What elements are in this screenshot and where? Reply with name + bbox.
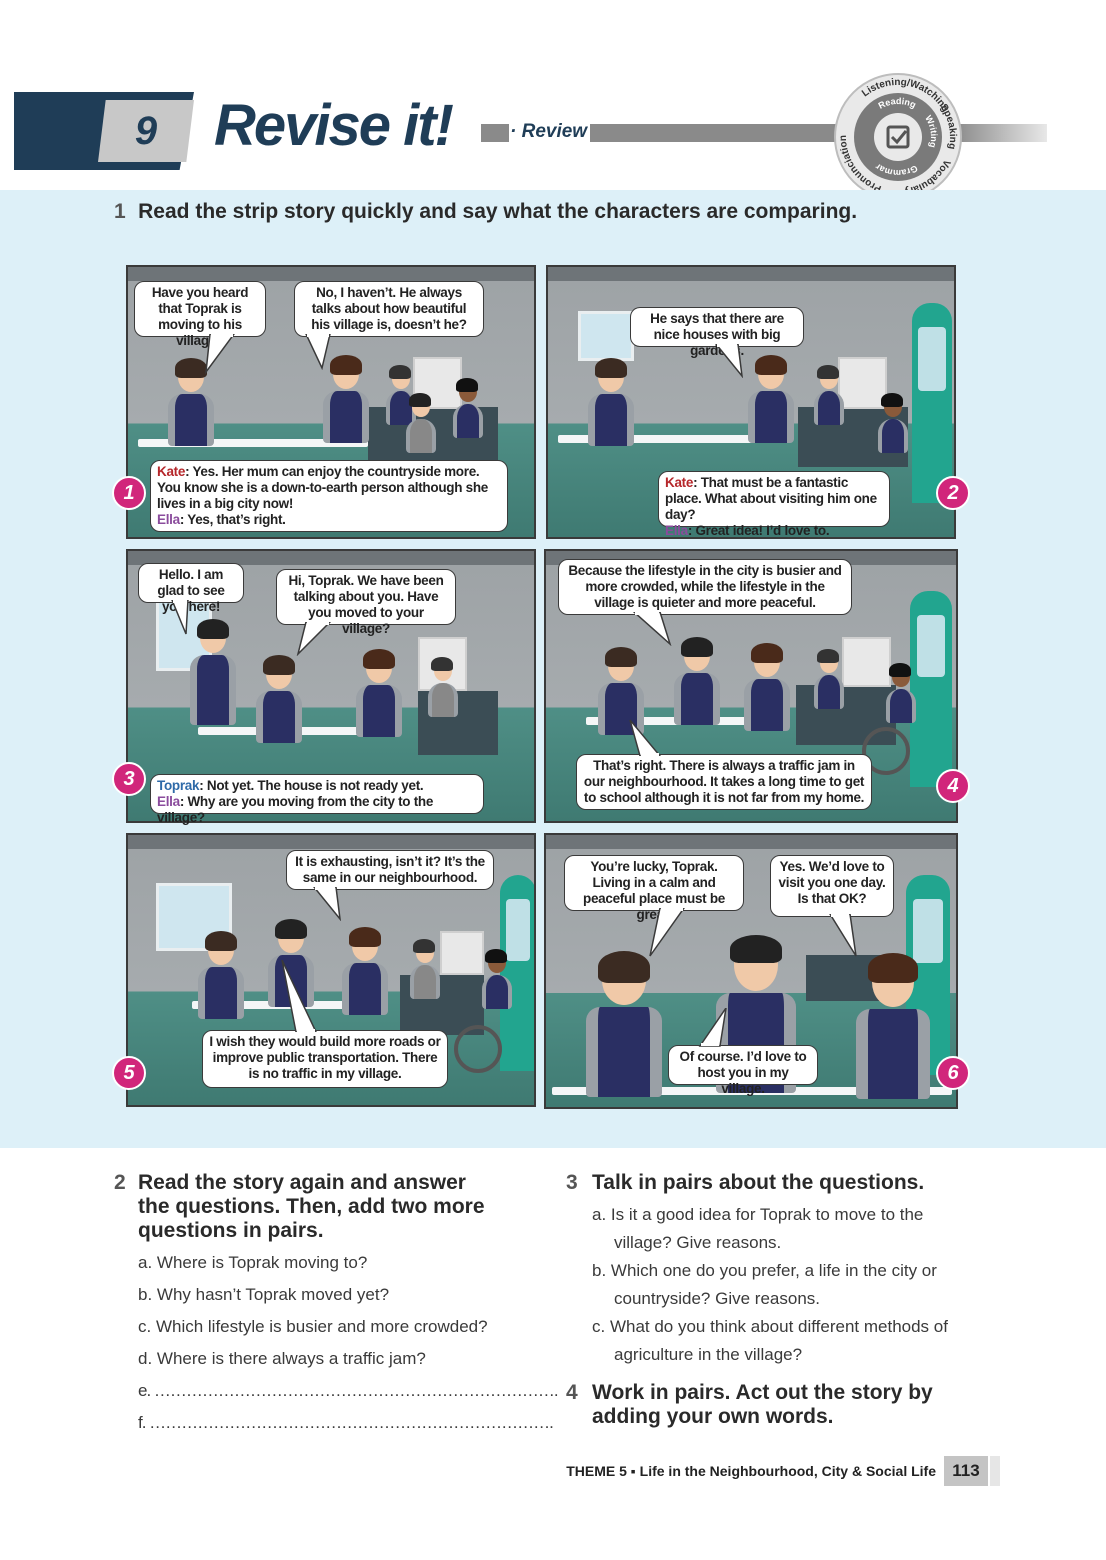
unit-number-box [98, 100, 194, 162]
page-number: 113 [944, 1456, 988, 1486]
panel-number: 4 [936, 769, 970, 803]
speech-bubble: I wish they would build more roads or im… [202, 1030, 448, 1088]
bubble-tail [698, 1008, 727, 1047]
discussion-question-c-cont: agriculture in the village? [614, 1345, 803, 1364]
bubble-tail [829, 914, 857, 957]
dialogue-line: : Why are you moving from the city to th… [157, 794, 434, 825]
exercise-number: 2 [114, 1171, 126, 1194]
dialogue-line: : Not yet. The house is not ready yet. [199, 778, 424, 793]
divider-bar [590, 124, 840, 142]
page-number-shadow [990, 1456, 1000, 1486]
discussion-question-c: c. What do you think about different met… [592, 1317, 948, 1336]
speech-bubble: That’s right. There is always a traffic … [576, 754, 872, 810]
skill-reading: Reading [877, 96, 918, 111]
dialogue-line: : Great idea! I’d love to. [687, 523, 830, 538]
question-f-blank: f. …………………………………………………………………. [138, 1413, 554, 1432]
skills-badge: Listening/Watching Speaking Vocabulary P… [834, 73, 962, 201]
bubble-tail [296, 622, 332, 656]
exercise-number: 1 [114, 200, 126, 223]
dialogue-line: : That must be a fantastic place. What a… [665, 475, 877, 522]
panel-number: 5 [112, 1056, 146, 1090]
bubble-tail [305, 334, 331, 370]
bubble-tail [205, 334, 235, 374]
exercise-instruction: questions in pairs. [138, 1219, 324, 1242]
exercise-instruction: the questions. Then, add two more [138, 1195, 485, 1218]
speech-bubble: Hello. I am glad to see you here! [138, 563, 244, 614]
discussion-question-b-cont: countryside? Give reasons. [614, 1289, 820, 1308]
unit-number: 9 [134, 109, 158, 153]
dialogue-line: : Yes, that’s right. [179, 512, 286, 527]
bubble-tail [649, 908, 685, 957]
speaker-name: Kate [665, 475, 694, 490]
exercise-instruction: Talk in pairs about the questions. [592, 1171, 925, 1194]
speaker-name: Kate [157, 464, 186, 479]
exercise-instruction: Work in pairs. Act out the story by [592, 1381, 933, 1404]
bubble-tail [313, 887, 342, 921]
speaker-name: Ella [157, 512, 180, 527]
speech-bubble: It is exhausting, isn’t it? It’s the sam… [286, 850, 494, 890]
speech-bubble: Of course. I’d love to host you in my vi… [668, 1045, 818, 1096]
caption-box: Toprak: Not yet. The house is not ready … [150, 774, 484, 825]
question-d: d. Where is there always a traffic jam? [138, 1349, 426, 1368]
panel-number: 2 [936, 476, 970, 510]
divider-bar [481, 124, 509, 142]
discussion-question-a: a. Is it a good idea for Toprak to move … [592, 1205, 924, 1224]
exercise-number: 3 [566, 1171, 578, 1194]
panel-number: 6 [936, 1056, 970, 1090]
speech-bubble: Because the lifestyle in the city is bus… [558, 559, 852, 615]
bubble-tail [281, 960, 317, 1032]
speech-bubble: Yes. We’d love to visit you one day. Is … [770, 855, 894, 917]
bubble-tail [715, 344, 744, 378]
exercise-instruction: Read the story again and answer [138, 1171, 466, 1194]
speech-bubble: He says that there are nice houses with … [630, 307, 804, 358]
panel-number: 3 [112, 762, 146, 796]
exercise-number: 4 [566, 1381, 578, 1404]
exercise1-heading: 1 Read the strip story quickly and say w… [114, 200, 857, 224]
footer-theme: THEME 5 ▪ Life in the Neighbourhood, Cit… [566, 1463, 936, 1479]
speaker-name: Toprak [157, 778, 200, 793]
dialogue-line: : Yes. Her mum can enjoy the countryside… [157, 464, 488, 511]
page-title: Revise it! [214, 93, 454, 158]
bubble-tail [171, 600, 189, 635]
question-a: a. Where is Toprak moving to? [138, 1253, 368, 1272]
speech-bubble: You’re lucky, Toprak. Living in a calm a… [564, 855, 744, 922]
bubble-tail [632, 612, 672, 646]
speaker-name: Ella [665, 523, 688, 538]
divider-bar [955, 124, 1047, 142]
speech-bubble: Hi, Toprak. We have been talking about y… [276, 569, 456, 636]
discussion-question-a-cont: village? Give reasons. [614, 1233, 782, 1252]
question-c: c. Which lifestyle is busier and more cr… [138, 1317, 488, 1336]
bubble-tail [629, 719, 661, 756]
speech-bubble: Have you heard that Toprak is moving to … [134, 281, 266, 348]
caption-box: Kate: That must be a fantastic place. Wh… [658, 471, 890, 538]
exercise-instruction: adding your own words. [592, 1405, 834, 1428]
section-subtitle: · Review [510, 121, 588, 142]
checkbox-icon [886, 125, 910, 149]
discussion-question-b: b. Which one do you prefer, a life in th… [592, 1261, 937, 1280]
speaker-name: Ella [157, 794, 180, 809]
speech-bubble: No, I haven’t. He always talks about how… [294, 281, 484, 337]
exercise-instruction: Read the strip story quickly and say wha… [138, 200, 858, 223]
panel-number: 1 [112, 476, 146, 510]
caption-box: Kate: Yes. Her mum can enjoy the country… [150, 460, 508, 532]
question-b: b. Why hasn’t Toprak moved yet? [138, 1285, 390, 1304]
question-e-blank: e. …………………………………………………………………. [138, 1381, 559, 1400]
svg-text:Reading: Reading [877, 96, 918, 111]
